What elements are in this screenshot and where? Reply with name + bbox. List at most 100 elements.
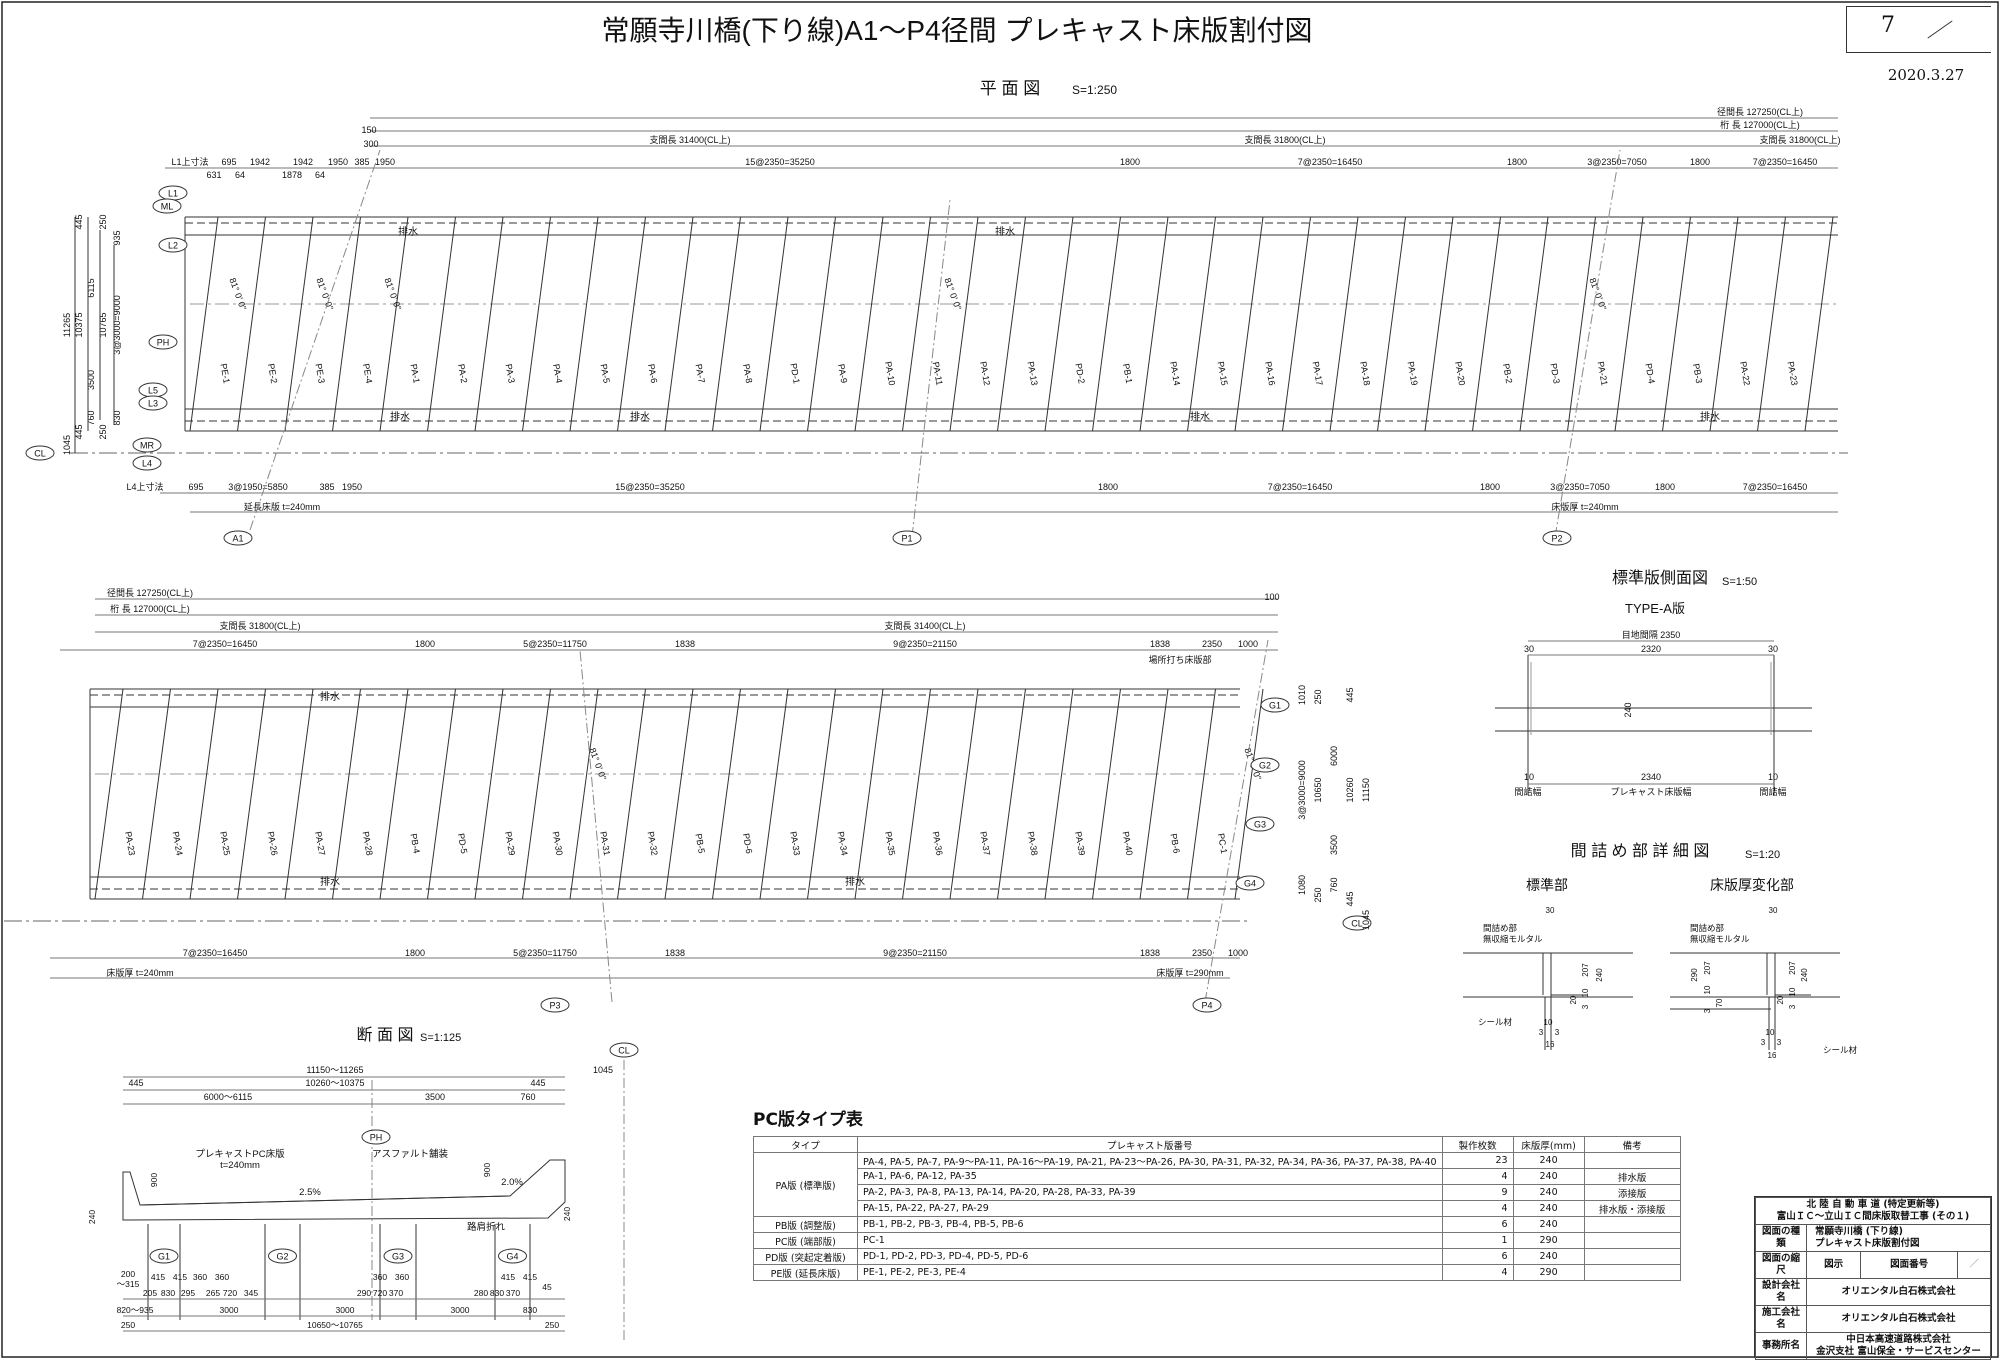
drawing-line [474, 688, 504, 900]
drawing-line [237, 688, 266, 900]
mortar-label: 無収縮モルタル [1483, 934, 1543, 944]
section-note: 240 [87, 1210, 97, 1224]
dimension-label: 1800 [1507, 157, 1527, 167]
dimension-label: 1950 [375, 157, 395, 167]
dimension-label: 250 [121, 1320, 135, 1330]
dimension-label: 240 [1623, 702, 1633, 717]
drawing-line [759, 216, 789, 432]
slab-label: PA-8 [741, 363, 754, 384]
drain-label: 排水 [320, 690, 340, 703]
dimension-label: 760 [1329, 877, 1339, 892]
dimension-label: 30 [1546, 906, 1555, 915]
dimension-label: L1上寸法 [171, 156, 208, 167]
slab-label: PA-5 [599, 363, 612, 384]
dimension-label: 1838 [1140, 948, 1160, 958]
drawing-line [249, 149, 381, 531]
number-label: 図面番号 [1860, 1251, 1959, 1279]
dimension-label: 間詰幅 [1759, 786, 1786, 797]
drawing-line [664, 216, 694, 432]
drawing-line [1424, 216, 1454, 432]
tag-bubble [223, 530, 253, 546]
dimension-label: 385 [319, 482, 334, 492]
dimension-label: 415 [523, 1272, 537, 1282]
dimension-label: 935 [112, 230, 122, 245]
span-dimension: 支間長 31800(CL上) [219, 620, 300, 631]
drain-label: 排水 [1700, 410, 1720, 423]
note-label: 床版厚 t=290mm [1156, 967, 1223, 978]
cell-note [1583, 1248, 1681, 1265]
dimension-label: 445 [530, 1078, 545, 1088]
dimension-label: 1800 [1120, 157, 1140, 167]
cell-ids: PE-1, PE-2, PE-3, PE-4 [857, 1264, 1443, 1281]
slab-label: PA-10 [883, 361, 897, 387]
std-title: 標準部 [1526, 877, 1568, 893]
slab-label: PD-6 [741, 833, 754, 855]
dimension-label: 目地間隔 2350 [1622, 629, 1681, 640]
cell-count: 6 [1441, 1248, 1514, 1265]
dimension-label: 1838 [665, 948, 685, 958]
span-dimension: 支間長 31400(CL上) [649, 134, 730, 145]
slab-label: PE-4 [361, 363, 374, 384]
dimension-label: 9@2350=21150 [893, 639, 957, 649]
tag-bubble [1542, 530, 1572, 546]
drawing-line [997, 688, 1026, 900]
drawing-line [237, 216, 266, 432]
drawing-line [1044, 216, 1074, 432]
cell-note [1583, 1264, 1681, 1281]
drawing-line [807, 216, 836, 432]
dimension-label: 10765 [98, 312, 108, 337]
slab-label: PA-25 [218, 831, 232, 857]
cell-count: 4 [1441, 1168, 1514, 1185]
cell-ids: PA-2, PA-3, PA-8, PA-13, PA-14, PA-20, P… [857, 1184, 1443, 1201]
dimension-label: 1838 [675, 639, 695, 649]
slab-label: PA-23 [123, 831, 137, 857]
cell-thk: 240 [1512, 1152, 1585, 1169]
slab-label: PA-14 [1168, 361, 1182, 387]
slab-label: PA-31 [598, 831, 612, 857]
dimension-label: 1010 [1297, 685, 1307, 705]
cell-note [1583, 1232, 1681, 1249]
dimension-label: 445 [1345, 687, 1355, 702]
slab-label: PB-6 [1168, 833, 1181, 854]
dimension-label: 10 [1524, 772, 1534, 782]
seal-label: シール材 [1823, 1045, 1858, 1055]
slab-label: PA-11 [931, 361, 945, 386]
drawing-line [522, 688, 551, 900]
cell-ids: PA-4, PA-5, PA-7, PA-9～PA-11, PA-16～PA-1… [857, 1152, 1443, 1169]
dimension-label: 240 [1800, 968, 1809, 982]
dimension-label: 250 [1313, 887, 1323, 902]
slab-label: PA-24 [171, 831, 185, 857]
side-view-title: 標準版側面図 [1612, 569, 1708, 587]
plan-scale: S=1:250 [1072, 83, 1117, 97]
dimension-label: 207 [1581, 963, 1590, 977]
drawing-line [1567, 216, 1596, 432]
slab-label: PE-2 [266, 363, 279, 384]
cell-ids: PA-15, PA-22, PA-27, PA-29 [857, 1200, 1443, 1217]
slab-label: PA-26 [266, 831, 280, 857]
header-count: 製作枚数 [1441, 1136, 1514, 1153]
drawing-line [142, 688, 171, 900]
drawing-line [664, 688, 694, 900]
dimension-label: 290 [357, 1288, 371, 1298]
girder-tag: G1 [1269, 701, 1281, 711]
slab-label: PA-6 [646, 363, 659, 384]
dimension-label: 間詰幅 [1514, 786, 1541, 797]
dimension-label: 1800 [1480, 482, 1500, 492]
title-block: 北 陸 自 動 車 道 (特定更新等)富山ＩＣ～立山ＩＣ間床版取替工事 (その１… [1754, 1196, 1992, 1360]
cl-tag: CL [618, 1046, 630, 1056]
span-dimension: 150 [361, 125, 376, 135]
dimension-label: 205 [143, 1288, 157, 1298]
slab-label: PA-34 [836, 831, 850, 857]
slab-label: PD-5 [456, 833, 469, 855]
cell-count: 4 [1441, 1200, 1514, 1217]
pier-tag: P3 [549, 1001, 560, 1011]
tag-bubble [138, 395, 168, 411]
dimension-label: 1950 [342, 482, 362, 492]
side-view-scale: S=1:50 [1722, 576, 1757, 588]
cell-type: PA版 (標準版) [753, 1152, 858, 1217]
cell-note [1583, 1152, 1681, 1169]
office-line-1: 中日本高速道路株式会社 [1846, 1334, 1951, 1345]
dimension-label: 290 [1690, 968, 1699, 982]
dimension-label: 2350 [1192, 948, 1212, 958]
